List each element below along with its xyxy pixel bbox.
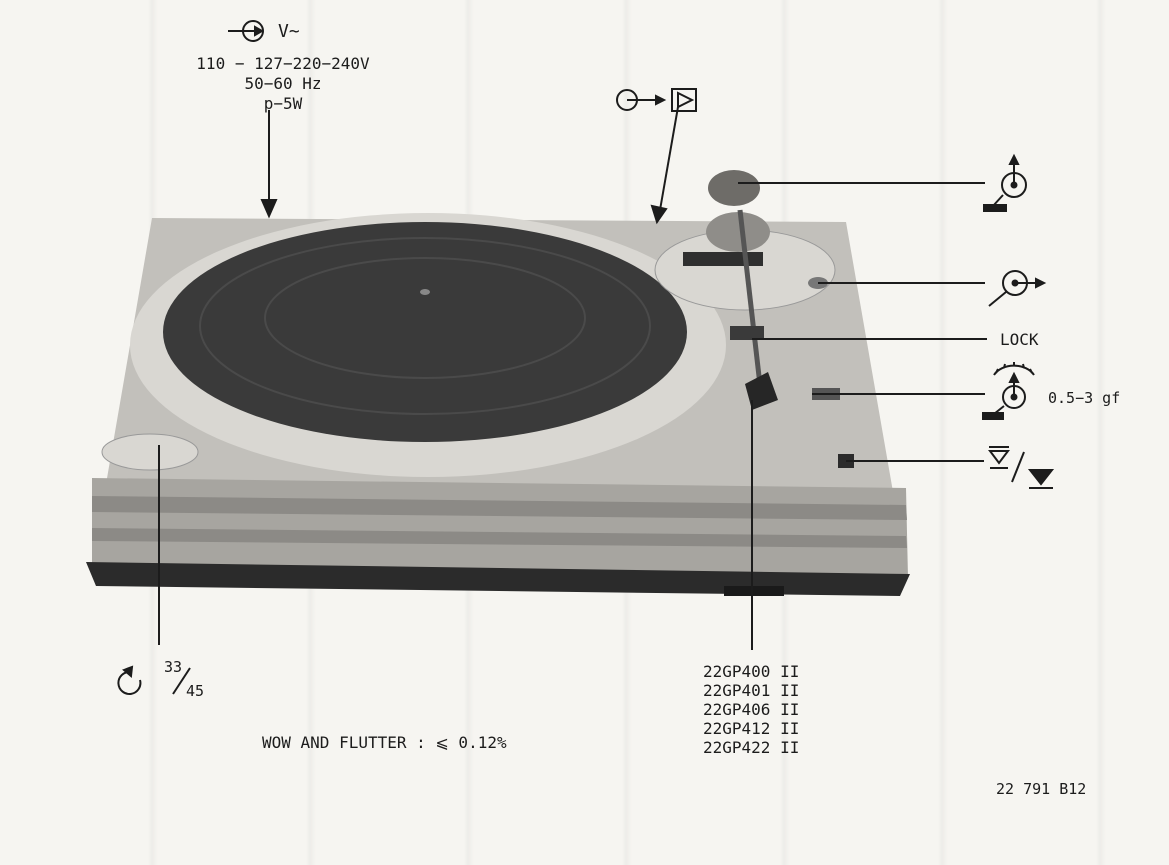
document-number: 22 791 B12 [996, 780, 1087, 798]
tracking-force-range: 0.5−3 gf [1048, 389, 1121, 407]
callout-line-output [659, 106, 679, 211]
lock-label: LOCK [1000, 330, 1039, 349]
audio-output-icon [616, 88, 697, 112]
foot [724, 586, 784, 596]
platter-mat [163, 222, 687, 442]
callout-arrow-output [650, 204, 668, 225]
model-number: 22GP422 II [703, 738, 800, 757]
callout-arrow-power [260, 199, 278, 219]
model-number: 22GP400 II [703, 662, 800, 681]
model-list: 22GP400 II 22GP401 II 22GP406 II 22GP412… [703, 662, 799, 757]
frequency-label: 50−60 Hz [244, 74, 322, 93]
mains-symbol-label: V~ [278, 21, 300, 42]
plinth-band-1 [92, 496, 907, 520]
power-spec: 110 − 127−220−240V 50−60 Hz p−5W [178, 54, 388, 114]
counterweight [708, 170, 760, 206]
plinth-front [92, 478, 908, 578]
mat-ring [199, 237, 651, 415]
pivot-housing [706, 212, 770, 252]
arm-lock [730, 326, 764, 340]
wow-flutter-spec: WOW AND FLUTTER : ⩽ 0.12% [262, 733, 507, 752]
cue-up-down-icon [988, 446, 1055, 489]
mat-ring [264, 257, 586, 379]
anti-skating-icon [988, 270, 1047, 307]
plinth-base [86, 562, 910, 596]
model-number: 22GP401 II [703, 681, 800, 700]
rotation-speed-icon [117, 665, 142, 695]
speed-33-label: 33 [164, 658, 183, 676]
tonearm [737, 209, 763, 386]
voltage-label: 110 − 127−220−240V [196, 54, 370, 73]
consumption-label: p−5W [263, 94, 303, 113]
model-number: 22GP412 II [703, 719, 800, 738]
speed-45-label: 45 [186, 682, 205, 700]
speed-knob [101, 433, 199, 471]
arm-rest [683, 252, 763, 266]
headshell [745, 372, 778, 410]
mains-input-icon [228, 20, 265, 42]
tracking-force-icon [982, 362, 1035, 420]
arm-lift-icon [983, 153, 1027, 212]
plinth-band-2 [92, 528, 907, 548]
speed-fraction-slash [172, 667, 191, 695]
spindle [420, 289, 430, 295]
model-number: 22GP406 II [703, 700, 800, 719]
